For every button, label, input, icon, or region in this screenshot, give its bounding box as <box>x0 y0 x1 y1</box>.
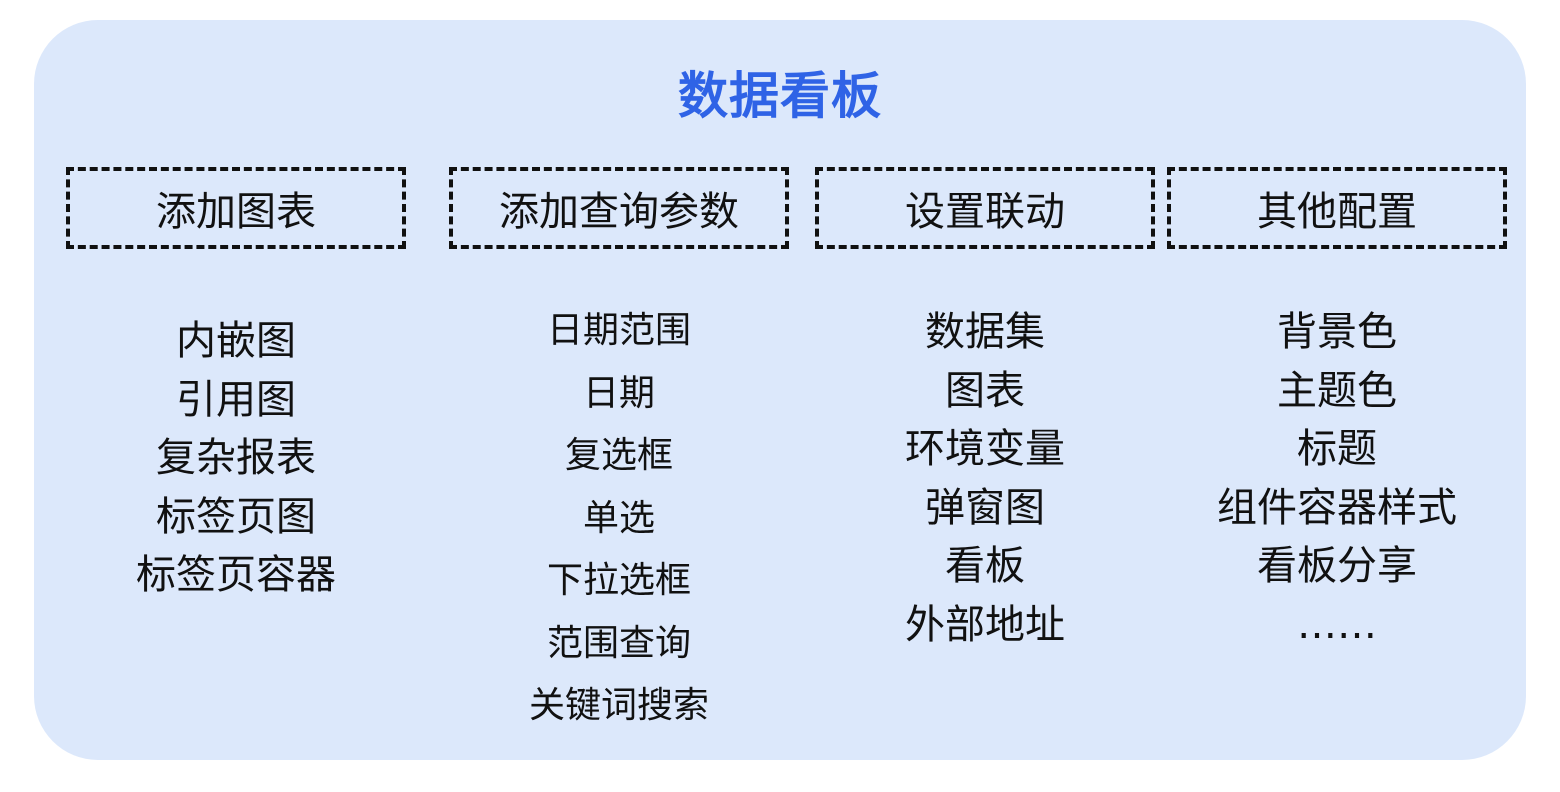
list-item: 标签页容器 <box>136 552 336 598</box>
list-item: 复选框 <box>564 435 673 476</box>
add-chart-items: 内嵌图 引用图 复杂报表 标签页图 标签页容器 <box>66 312 406 605</box>
list-item: 引用图 <box>176 376 296 423</box>
list-item: 弹窗图 <box>925 484 1045 531</box>
list-item: 标签页图 <box>156 493 316 540</box>
list-item: …… <box>1297 601 1377 648</box>
list-item: 复杂报表 <box>156 435 316 481</box>
list-item: 数据集 <box>925 309 1045 355</box>
category-add-chart: 添加图表 <box>66 167 406 249</box>
dashboard-panel <box>34 20 1526 760</box>
list-item: 下拉选框 <box>546 560 691 601</box>
list-item: 看板分享 <box>1257 543 1417 589</box>
category-set-linkage: 设置联动 <box>815 167 1155 249</box>
list-item: 组件容器样式 <box>1217 484 1457 531</box>
list-item: 环境变量 <box>905 426 1065 472</box>
list-item: 日期范围 <box>546 310 691 351</box>
category-add-query-params: 添加查询参数 <box>449 167 789 249</box>
other-config-items: 背景色 主题色 标题 组件容器样式 看板分享 …… <box>1167 303 1507 654</box>
set-linkage-items: 数据集 图表 环境变量 弹窗图 看板 外部地址 <box>815 303 1155 654</box>
list-item: 看板 <box>945 543 1025 589</box>
list-item: 图表 <box>945 367 1025 414</box>
list-item: 主题色 <box>1277 367 1397 414</box>
diagram-title: 数据看板 <box>678 67 882 125</box>
list-item: 内嵌图 <box>176 318 296 364</box>
list-item: 日期 <box>582 372 655 414</box>
list-item: 外部地址 <box>905 601 1065 648</box>
category-other-config: 其他配置 <box>1167 167 1507 249</box>
list-item: 单选 <box>582 497 655 539</box>
list-item: 范围查询 <box>546 622 691 664</box>
list-item: 标题 <box>1297 426 1377 472</box>
list-item: 关键词搜索 <box>528 685 709 726</box>
add-query-params-items: 日期范围 日期 复选框 单选 下拉选框 范围查询 关键词搜索 <box>449 300 789 738</box>
list-item: 背景色 <box>1277 309 1397 355</box>
